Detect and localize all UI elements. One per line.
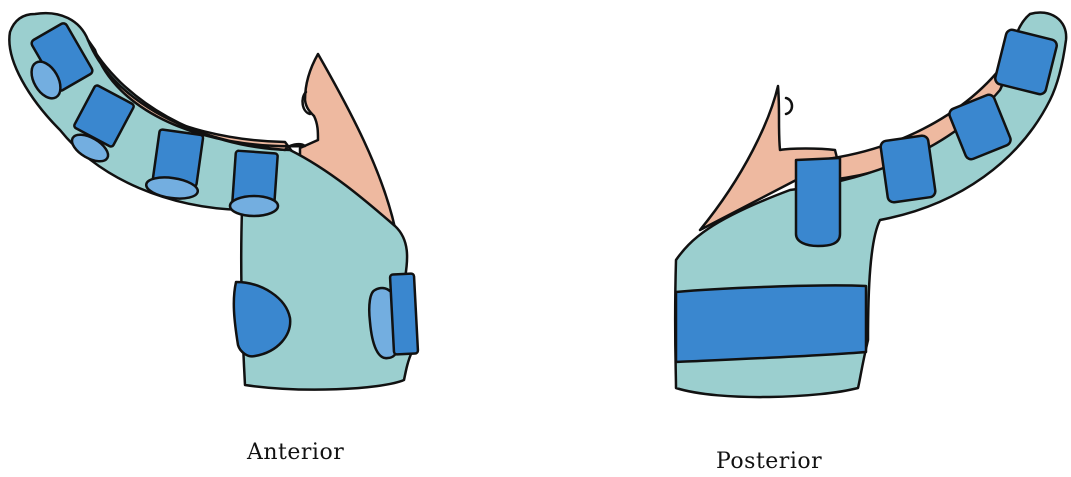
posterior-wide-band bbox=[676, 285, 866, 362]
anterior-strap-4 bbox=[230, 151, 278, 216]
anterior-strap-4-pad bbox=[230, 196, 278, 216]
caption-anterior: Anterior bbox=[247, 440, 344, 465]
anterior-view bbox=[9, 13, 418, 389]
posterior-shoulder-strap bbox=[796, 158, 840, 246]
anterior-forearm-band bbox=[390, 273, 418, 354]
caption-posterior: Posterior bbox=[716, 449, 822, 474]
posterior-strap-3 bbox=[880, 135, 936, 203]
posterior-view bbox=[675, 12, 1066, 397]
posterior-ear-outline bbox=[786, 98, 792, 114]
